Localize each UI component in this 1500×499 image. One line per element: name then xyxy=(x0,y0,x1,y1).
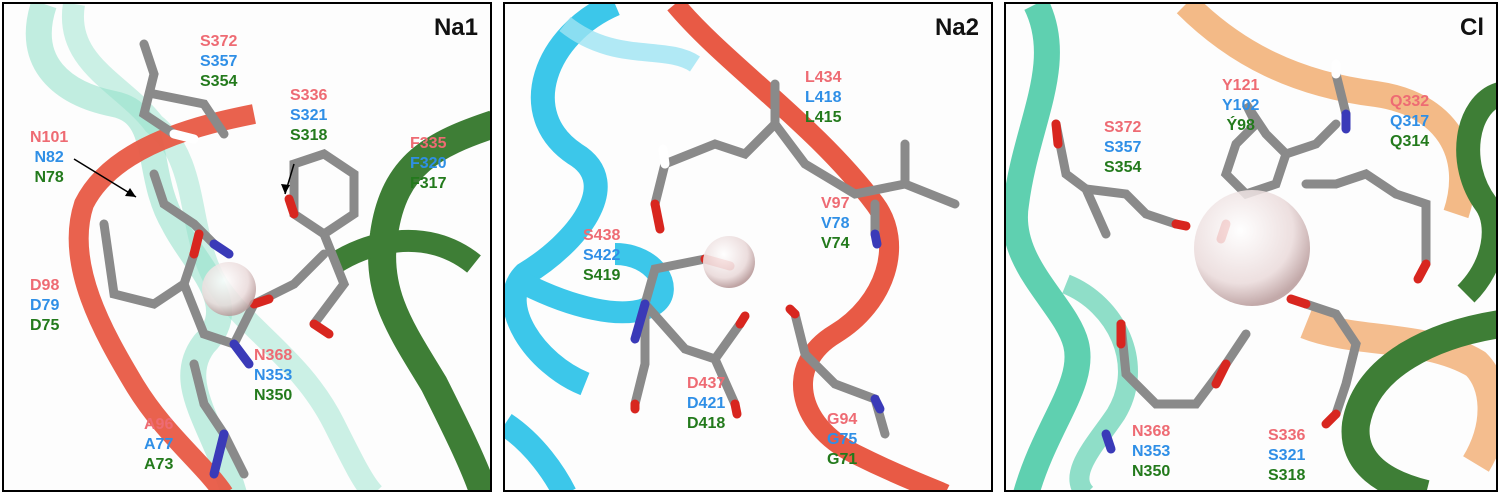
panel-title: Cl xyxy=(1460,14,1484,41)
molecular-scene-na2 xyxy=(505,4,960,490)
cl-ion xyxy=(1194,190,1310,306)
panel-title: Na1 xyxy=(433,14,478,41)
panel-title: Na2 xyxy=(934,14,979,41)
na-ion xyxy=(703,236,755,288)
molecular-scene-cl xyxy=(1006,4,1496,490)
molecular-scene-na1 xyxy=(25,4,490,490)
na-ion xyxy=(202,262,256,316)
